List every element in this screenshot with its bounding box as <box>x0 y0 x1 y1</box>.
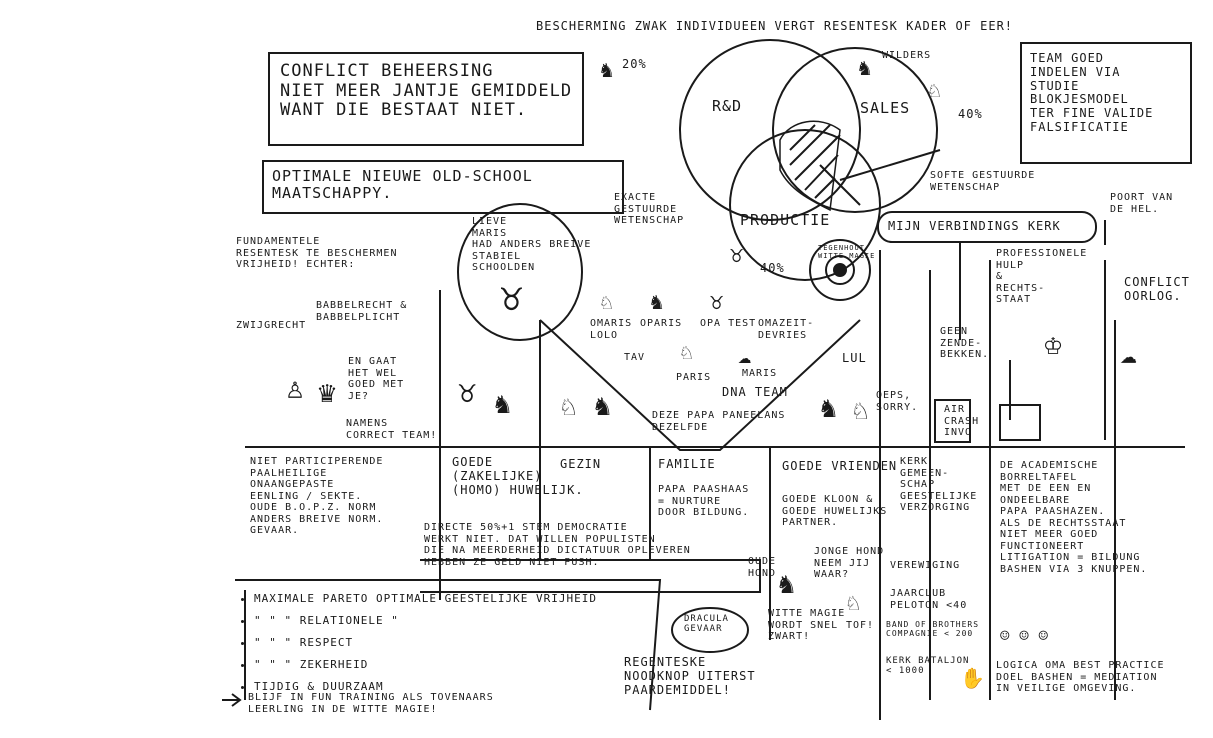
dog-figure-icon: ♘ <box>928 78 942 103</box>
person-figure-icon: ♙ <box>286 371 305 406</box>
gezin-text: GEZIN <box>560 457 602 471</box>
dnateam-label: DNA TEAM <box>722 385 788 399</box>
niet-partici-text: NIET PARTICIPERENDE PAALHEILIGE ONAANGEP… <box>250 456 384 536</box>
venn-productie: PRODUCTIE <box>740 211 831 229</box>
maris-label: MARIS <box>742 368 778 379</box>
witte-text: WITTE MAGIE WORDT SNEL ZWART! <box>768 608 846 642</box>
figure-icon: ♞ <box>858 56 872 81</box>
bullet-list: MAXIMALE PARETO OPTIMALE GEESTELIJKE VRI… <box>236 588 597 698</box>
namens-label: NAMENS CORRECT TEAM! <box>346 418 438 441</box>
horse-figure-icon: ♞ <box>600 58 614 83</box>
tegenhout-label: TEGENHOUT WITTE MAGIE <box>818 244 876 261</box>
conflict-box: CONFLICT BEHEERSING NIET MEER JANTJE GEM… <box>268 52 584 146</box>
oude-hond-text: OUDE HOND <box>748 556 777 579</box>
exacte-label: EXACTE GESTUURDE WETENSCHAP <box>614 192 685 226</box>
goede-kloon-text: GOEDE KLOON & GOEDE HUWELIJKS PARTNER. <box>782 494 888 528</box>
conflict-oorlog-label: CONFLICT OORLOG. <box>1124 275 1190 303</box>
poort-label: POORT VAN DE HEL. <box>1110 192 1174 215</box>
regentenske-text: REGENTESKE NOODKNOP UITERST PAARDEMIDDEL… <box>624 655 756 697</box>
directe-text: DIRECTE 50%+1 STEM DEMOCRATIE WERKT NIET… <box>424 522 691 568</box>
geen-label: GEEN ZENDE- BEKKEN. <box>940 326 990 360</box>
zwijgrecht-label: ZWIJGRECHT <box>236 320 307 331</box>
lieve-maris-text: LIEVE MARIS HAD ANDERS BREIVE STABIEL SC… <box>472 216 592 273</box>
verwezing-text: VEREWIGING <box>890 560 961 571</box>
kerk-text: KERK GEMEEN- SCHAP GEESTELIJKE VERZORGIN… <box>900 456 978 513</box>
animal-icon: ♘ <box>600 290 614 315</box>
dog-figure-icon: ♘ <box>846 588 861 616</box>
academische-text: DE ACADEMISCHE BORRELTAFEL MET DE EEN EN… <box>1000 460 1148 575</box>
funnel-lines <box>539 319 861 451</box>
professionele-label: PROFESSIONELE HULP & RECHTS- STAAT <box>996 248 1088 305</box>
venn-circle-rd <box>679 39 861 221</box>
venn-circle-productie <box>729 129 881 281</box>
cloud-icon: ☁ <box>1120 337 1137 370</box>
tav-label: TAV <box>624 352 646 363</box>
animal-icon: ♉ <box>710 290 724 315</box>
list-item: " " " RESPECT <box>254 632 597 654</box>
tof-text: TOF! <box>846 620 875 631</box>
header-text: BESCHERMING ZWAK INDIVIDUEEN VERGT RESEN… <box>536 19 1014 33</box>
babbel-label: BABBELRECHT & BABBELPLICHT <box>316 300 408 323</box>
jaarclub-text: JAARCLUB PELOTON <40 <box>890 588 968 611</box>
opatest-label: OPA TEST <box>700 318 757 329</box>
sheep-icon: ☁ <box>738 344 752 369</box>
blijf-text: BLIJF IN FUN TRAINING ALS TOVENAARS LEER… <box>248 692 494 715</box>
cow-figure-icon: ♉ <box>458 375 477 410</box>
omaris-label: OMARIS LOLO <box>590 318 633 341</box>
aircrash-label: AIR CRASH INVO <box>944 404 980 438</box>
papa-paashaas-text: PAPA PAASHAAS = NURTURE DOOR BILDUNG. <box>658 484 750 518</box>
list-item: TIJDIG & DUURZAAM <box>254 676 597 698</box>
pct-bottom: 40% <box>760 261 785 275</box>
lieve-maris-oval <box>457 203 583 341</box>
fundamentele-text: FUNDAMENTELE RESENTESK TE BESCHERMEN VRI… <box>236 236 398 270</box>
kerk-bat-text: KERK BATALJON < 1000 <box>886 656 970 677</box>
softe-label: SOFTE GESTUURDE WETENSCHAP <box>930 170 1036 193</box>
paris-label: PARIS <box>676 372 712 383</box>
list-item: " " " ZEKERHEID <box>254 654 597 676</box>
familie-text: FAMILIE <box>658 457 716 471</box>
team-text: TEAM GOED INDELEN VIA STUDIE BLOKJESMODE… <box>1030 51 1154 134</box>
animal-icon: ♞ <box>650 290 664 315</box>
pct-right: 40% <box>958 107 983 121</box>
oparis-label: OPARIS <box>640 318 683 329</box>
deze-label: DEZE PAPA PANEELANS DEZELFDE <box>652 410 786 433</box>
logica-text: LOGICA OMA BEST PRACTICE DOEL BASHEN = M… <box>996 660 1165 694</box>
omazeit-label: OMAZEIT- DEVRIES <box>758 318 815 341</box>
venn-circle-sales <box>772 47 938 213</box>
optimale-box: OPTIMALE NIEUWE OLD-SCHOOL MAATSCHAPPY. <box>262 160 624 214</box>
optimale-text: OPTIMALE NIEUWE OLD-SCHOOL MAATSCHAPPY. <box>272 167 533 203</box>
conflict-text: CONFLICT BEHEERSING NIET MEER JANTJE GEM… <box>280 61 573 121</box>
wolf-figure-icon: ♘ <box>852 393 869 426</box>
lul-label: LUL <box>842 351 867 365</box>
wolf-figure-icon: ♞ <box>778 567 795 600</box>
verbinding-label: MIJN VERBINDINGS KERK <box>888 219 1061 233</box>
goat-figure-icon: ♞ <box>494 387 511 420</box>
engaat-label: EN GAAT HET WEL GOED MET JE? <box>348 356 405 402</box>
jonge-hond-text: JONGE HOND NEEM JIJ WAAR? <box>814 546 885 580</box>
figure-icon: ♘ <box>560 389 577 422</box>
venn-rd: R&D <box>712 97 743 115</box>
person-figure-icon: ♔ <box>1044 327 1063 362</box>
figure-icon: ♞ <box>820 391 837 424</box>
wilders-label: WILDERS <box>882 50 932 61</box>
animal-icon: ♘ <box>680 340 694 365</box>
band-text: BAND OF BROTHERS COMPAGNIE < 200 <box>886 620 980 639</box>
list-item: MAXIMALE PARETO OPTIMALE GEESTELIJKE VRI… <box>254 588 597 610</box>
cow-figure-icon: ♉ <box>730 243 744 268</box>
oeps-label: OEPS, SORRY. <box>876 390 919 413</box>
person-figure-icon: ♛ <box>318 375 337 410</box>
figure-icon: ♞ <box>594 389 611 422</box>
hand-icon: ✋ <box>960 666 985 690</box>
list-item: " " " RELATIONELE " <box>254 610 597 632</box>
cow-portrait-icon: ♉ <box>500 275 523 319</box>
goede-zakelijk-text: GOEDE (ZAKELIJKE) (HOMO) HUWELIJK. <box>452 455 584 497</box>
team-box: TEAM GOED INDELEN VIA STUDIE BLOKJESMODE… <box>1020 42 1192 164</box>
people-icon: ☺ ☺ ☺ <box>1000 626 1049 645</box>
pct-left: 20% <box>622 57 647 71</box>
venn-sales: SALES <box>860 99 911 117</box>
dracula-text: DRACULA GEVAAR <box>684 614 729 635</box>
goede-vrienden-text: GOEDE VRIENDEN <box>782 459 898 473</box>
